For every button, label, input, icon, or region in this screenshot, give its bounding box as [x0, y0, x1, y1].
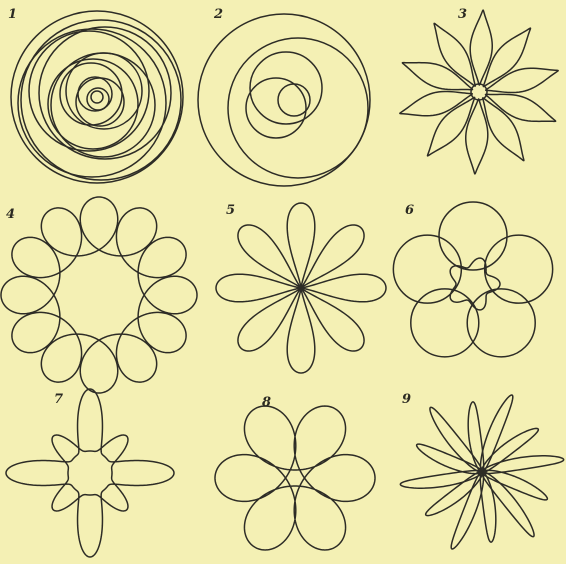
figure-number-5: 5 [226, 203, 235, 218]
figure-3-hub [471, 84, 487, 100]
figure-6-loop [439, 202, 507, 270]
figure-3-petal [470, 10, 492, 85]
figure-9-petal [417, 444, 482, 474]
figure-4-curve [1, 197, 197, 393]
figure-number-9: 9 [402, 392, 411, 407]
figure-5-petal [301, 274, 386, 302]
figure-1-ring [91, 91, 103, 103]
figure-number-2: 2 [213, 7, 223, 22]
figure-2-circle [246, 78, 306, 138]
figure-3-petal [434, 23, 475, 86]
figure-number-3: 3 [458, 7, 467, 22]
figure-7-star [52, 435, 128, 511]
figure-1-ring [29, 31, 149, 151]
figure-3-petal [466, 99, 488, 174]
figure-2-circle [228, 38, 368, 178]
figure-3-petal [400, 91, 472, 115]
figure-1-ring [21, 20, 181, 180]
figure-8-curve [215, 406, 375, 550]
figure-3-petal [483, 98, 524, 161]
figure-9-petal [482, 470, 547, 500]
figure-number-4: 4 [6, 207, 15, 222]
figure-1-ring [39, 27, 171, 159]
figure-5-petal [287, 203, 315, 288]
figure-5-petal [287, 288, 315, 373]
figure-1-ring [66, 53, 142, 129]
figure-number-7: 7 [54, 392, 63, 407]
figure-number-6: 6 [405, 203, 414, 218]
figure-number-1: 1 [8, 7, 17, 22]
figure-3-petal [486, 68, 558, 92]
figure-number-8: 8 [262, 395, 271, 410]
figure-5-petal [216, 274, 301, 302]
figure-7-star [6, 389, 174, 557]
